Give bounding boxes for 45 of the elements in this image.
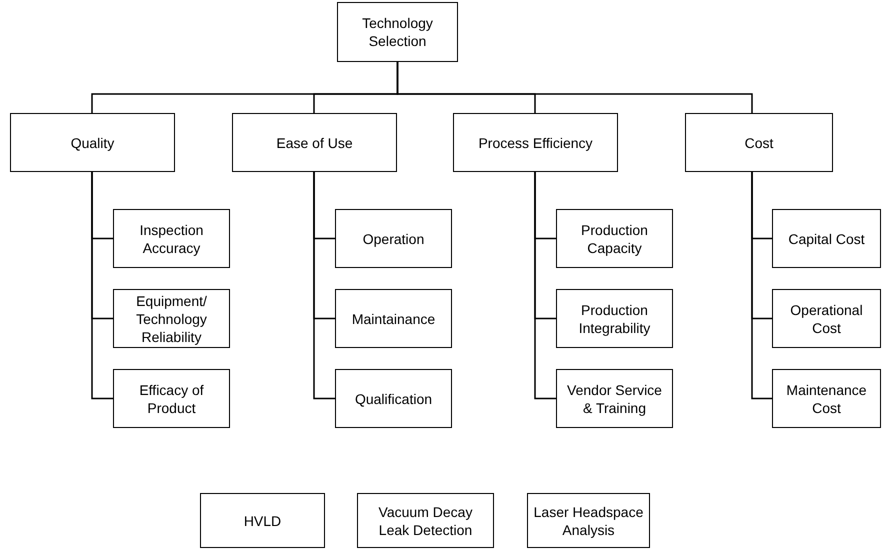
category-box <box>113 289 230 348</box>
category-box <box>556 369 673 428</box>
category-box <box>335 289 452 348</box>
connector-line <box>534 172 556 400</box>
box-label: HVLD <box>244 512 282 530</box>
box-label: Ease of Use <box>276 134 353 152</box>
box-label: Efficacy of Product <box>138 380 205 416</box>
box-label: Qualification <box>354 390 432 408</box>
box-label: Quality <box>70 134 114 152</box>
category-box <box>337 2 458 62</box>
category-box <box>556 289 673 348</box>
box-label: Vendor Service & Training <box>566 380 663 416</box>
category-box <box>200 493 325 548</box>
category-box <box>113 209 230 268</box>
box-label: Maintenance Cost <box>785 380 868 416</box>
category-box <box>527 493 650 548</box>
connector-line <box>313 172 335 400</box>
box-label: Production Integrability <box>578 300 652 336</box>
box-label: Production Capacity <box>580 220 649 256</box>
box-label: Laser Headspace Analysis <box>532 502 644 538</box>
connector-line <box>91 172 113 400</box>
category-box <box>772 289 881 348</box>
box-label: Maintainance <box>352 310 436 328</box>
box-label: Technology Selection <box>361 14 434 50</box>
box-label: Operational Cost <box>789 300 864 336</box>
box-label: Inspection Accuracy <box>138 220 204 256</box>
category-box <box>357 493 494 548</box>
box-label: Cost <box>744 134 774 152</box>
category-box <box>772 369 881 428</box>
category-box <box>335 369 452 428</box>
category-box <box>335 209 452 268</box>
connector-line <box>396 62 753 113</box>
category-box <box>453 113 618 172</box>
category-box <box>232 113 397 172</box>
box-label: Vacuum Decay Leak Detection <box>378 502 474 538</box>
category-box <box>556 209 673 268</box>
category-box <box>10 113 175 172</box>
box-label: Equipment/ Technology Reliability <box>135 292 208 346</box>
category-box <box>113 369 230 428</box>
category-box <box>685 113 833 172</box>
category-box <box>772 209 881 268</box>
box-label: Operation <box>362 230 424 248</box>
box-label: Process Efficiency <box>478 134 593 152</box>
connector-line <box>751 172 772 400</box>
box-label: Capital Cost <box>788 230 865 248</box>
